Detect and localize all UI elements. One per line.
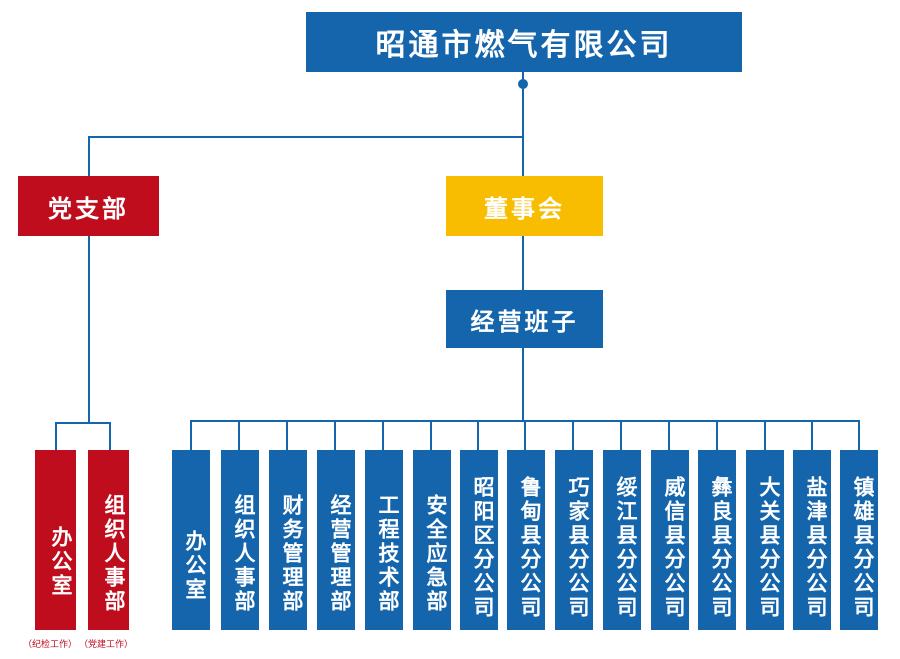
party-dept-note: （纪检工作） xyxy=(23,640,78,650)
connector-party-leg-2 xyxy=(109,422,111,450)
party-branch-box: 党支部 xyxy=(18,176,159,236)
department-label: 财务管理部 xyxy=(280,494,305,614)
department-label: 鲁甸县分公司 xyxy=(518,476,543,620)
department-label: 威信县分公司 xyxy=(662,476,687,620)
board-label: 董事会 xyxy=(484,193,565,223)
department-box: 工程技术部 xyxy=(365,450,403,630)
connector-node-dot xyxy=(518,79,528,89)
party-dept-label: 组织人事部 xyxy=(102,494,127,614)
department-box: 大关县分公司 xyxy=(746,450,784,630)
party-dept-box: 办公室 xyxy=(35,450,76,630)
department-label: 绥江县分公司 xyxy=(614,476,639,620)
connector-dept-leg xyxy=(382,420,384,450)
management-label: 经营班子 xyxy=(470,306,579,336)
management-box: 经营班子 xyxy=(446,290,603,348)
department-label: 大关县分公司 xyxy=(757,476,782,620)
department-box: 组织人事部 xyxy=(221,450,259,630)
connector-party-horizontal xyxy=(88,136,524,138)
connector-party-drop xyxy=(88,136,90,176)
connector-party-branch xyxy=(55,422,111,424)
company-title: 昭通市燃气有限公司 xyxy=(375,28,673,63)
connector-dept-leg xyxy=(430,420,432,450)
department-box: 盐津县分公司 xyxy=(793,450,831,630)
company-title-box: 昭通市燃气有限公司 xyxy=(306,12,742,72)
connector-dept-leg xyxy=(190,420,192,450)
connector-dept-leg xyxy=(811,420,813,450)
department-label: 彝良县分公司 xyxy=(709,476,734,620)
connector-dept-leg xyxy=(668,420,670,450)
department-box: 巧家县分公司 xyxy=(555,450,593,630)
connector-party-down xyxy=(88,236,90,424)
department-label: 镇雄县分公司 xyxy=(851,476,876,620)
department-label: 盐津县分公司 xyxy=(804,476,829,620)
party-dept-note: （党建工作） xyxy=(79,640,134,650)
department-box: 威信县分公司 xyxy=(651,450,689,630)
party-dept-label: 办公室 xyxy=(49,526,74,598)
department-label: 巧家县分公司 xyxy=(566,476,591,620)
connector-dept-leg xyxy=(334,420,336,450)
connector-dept-leg xyxy=(764,420,766,450)
department-box: 彝良县分公司 xyxy=(698,450,736,630)
department-label: 安全应急部 xyxy=(424,494,449,614)
department-label: 办公室 xyxy=(183,530,208,602)
department-box: 绥江县分公司 xyxy=(603,450,641,630)
board-box: 董事会 xyxy=(446,176,603,236)
connector-dept-leg xyxy=(286,420,288,450)
department-label: 经营管理部 xyxy=(328,494,353,614)
connector-management-down xyxy=(522,348,524,422)
connector-dept-leg xyxy=(716,420,718,450)
connector-dept-leg xyxy=(858,420,860,450)
party-branch-label: 党支部 xyxy=(48,193,129,223)
connector-dept-leg xyxy=(238,420,240,450)
department-box: 财务管理部 xyxy=(269,450,307,630)
connector-dept-leg xyxy=(524,420,526,450)
department-label: 组织人事部 xyxy=(232,494,257,614)
department-box: 镇雄县分公司 xyxy=(840,450,878,630)
connector-dept-leg xyxy=(572,420,574,450)
department-box: 昭阳区分公司 xyxy=(460,450,498,630)
connector-party-leg-1 xyxy=(55,422,57,450)
connector-dept-leg xyxy=(477,420,479,450)
department-box: 办公室 xyxy=(172,450,210,630)
department-box: 经营管理部 xyxy=(317,450,355,630)
department-box: 鲁甸县分公司 xyxy=(507,450,545,630)
department-box: 安全应急部 xyxy=(413,450,451,630)
party-dept-box: 组织人事部 xyxy=(88,450,129,630)
department-label: 工程技术部 xyxy=(376,494,401,614)
connector-dept-leg xyxy=(620,420,622,450)
department-label: 昭阳区分公司 xyxy=(471,476,496,620)
